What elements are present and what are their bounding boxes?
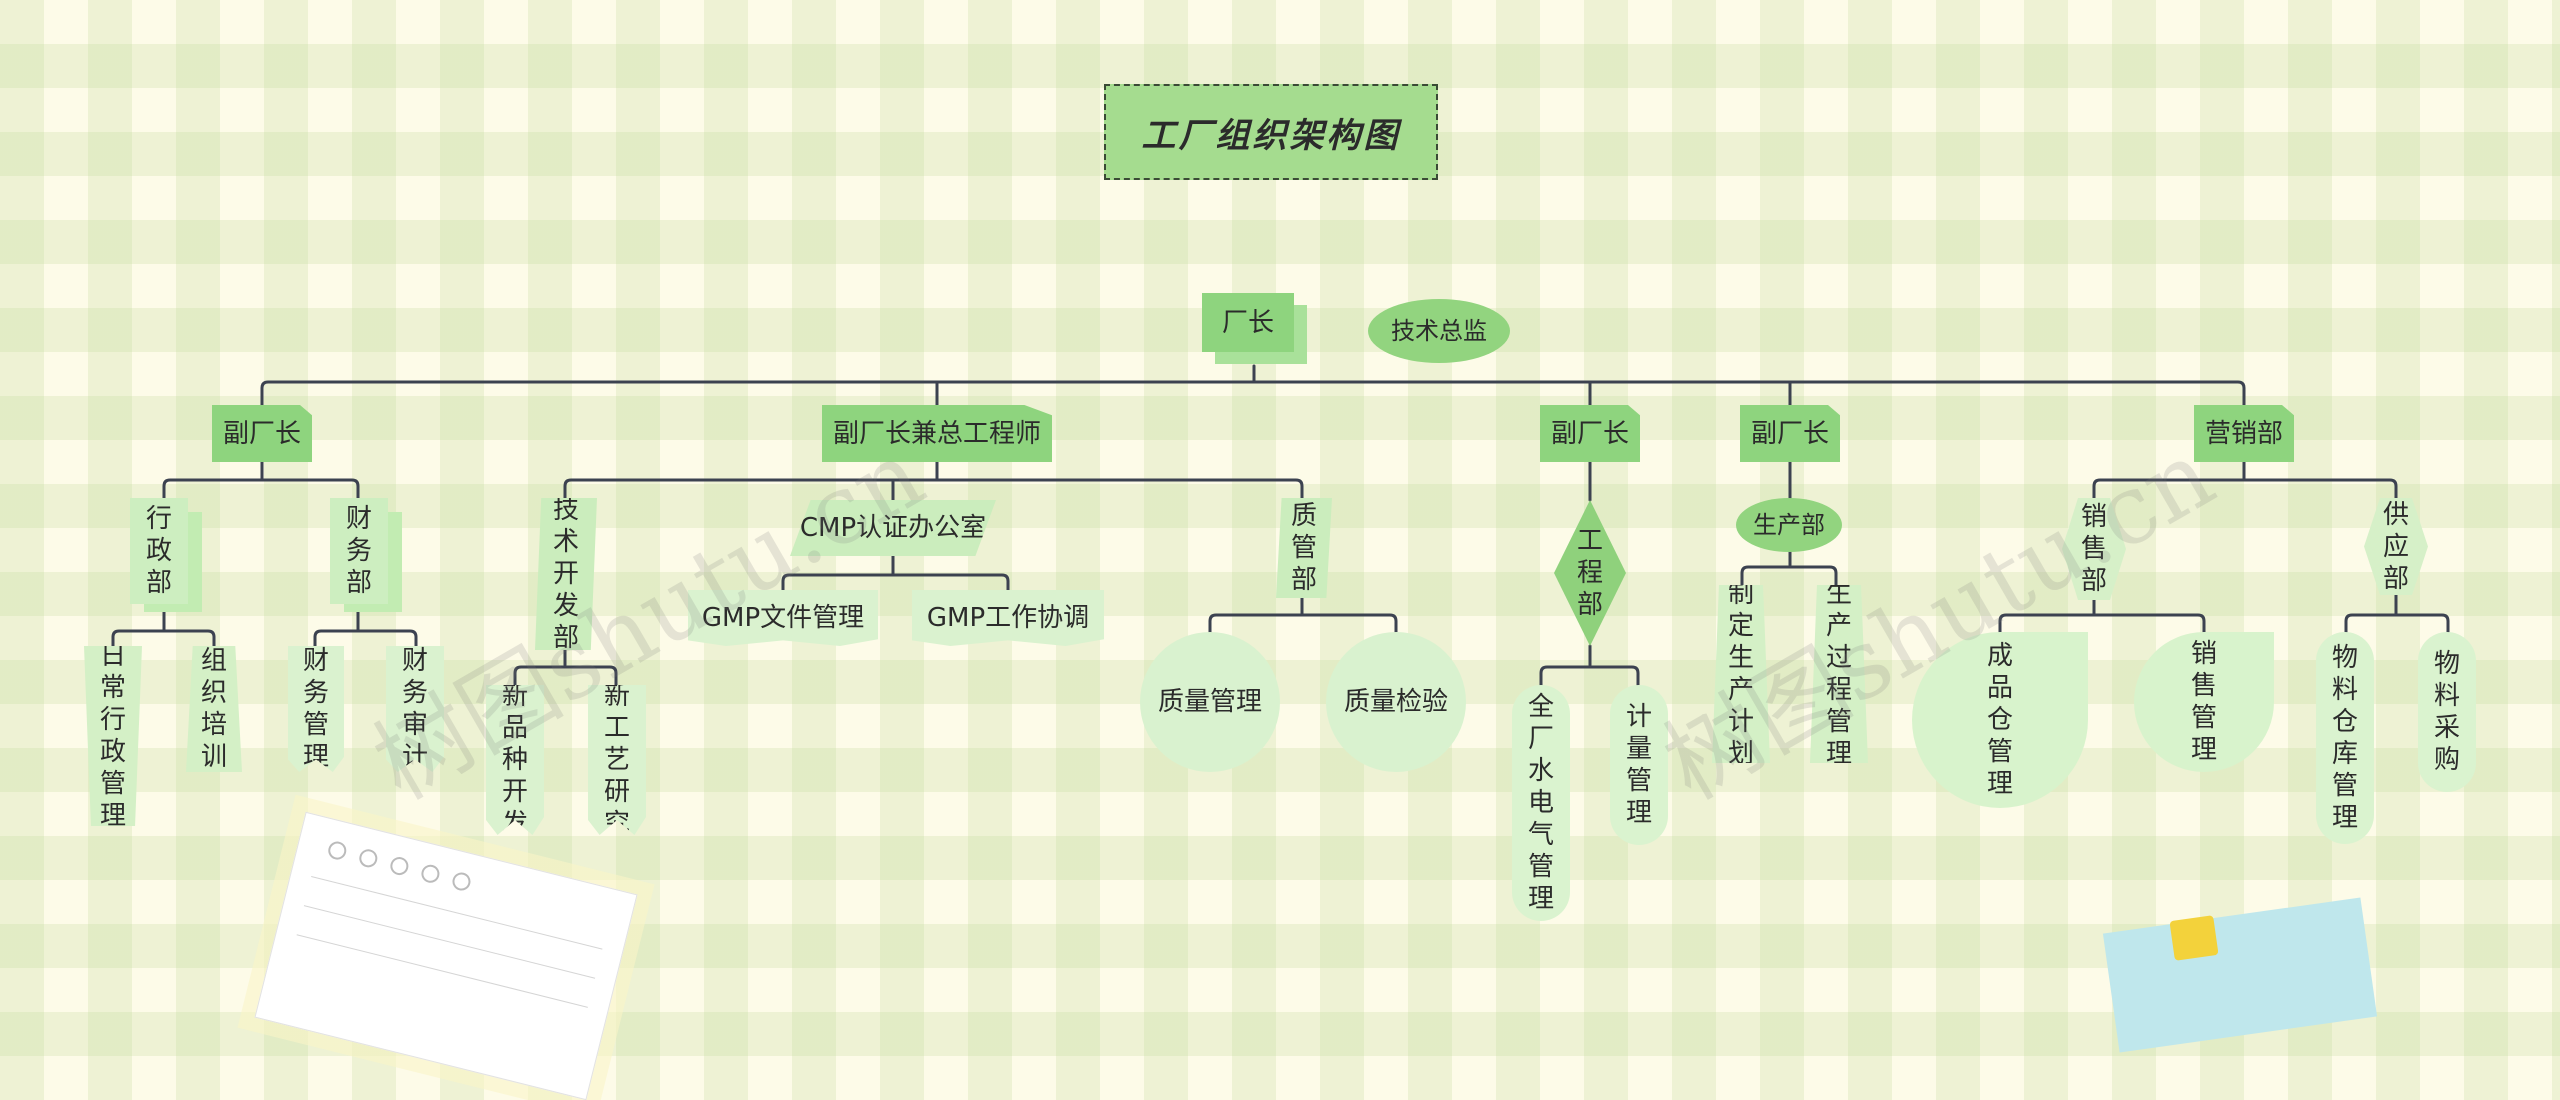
node-label: 物料仓库管理	[2332, 643, 2359, 833]
node-utilities-management[interactable]: 全厂水电气管理	[1512, 685, 1570, 921]
node-finance-dept[interactable]: 财务部	[330, 498, 388, 604]
connector-b2-2	[781, 554, 1010, 592]
node-label: 质管部	[1291, 501, 1318, 595]
connector-b4	[1740, 460, 1838, 587]
node-label: 财务管理	[303, 646, 330, 772]
node-label: 财务审计	[402, 646, 429, 772]
advisor-node-technical-director[interactable]: 技术总监	[1368, 299, 1510, 363]
node-quality-inspection[interactable]: 质量检验	[1326, 632, 1466, 772]
node-label: 销售管理	[2191, 639, 2218, 765]
node-new-variety-dev[interactable]: 新品种开发	[486, 685, 544, 835]
node-daily-admin[interactable]: 日常行政管理	[84, 646, 142, 826]
node-production-process-management[interactable]: 生产过程管理	[1810, 585, 1868, 763]
node-admin-dept[interactable]: 行政部	[130, 498, 188, 604]
node-material-warehouse[interactable]: 物料仓库管理	[2316, 632, 2374, 844]
node-label: 日常行政管理	[100, 641, 127, 831]
node-finished-goods-warehouse[interactable]: 成品仓管理	[1912, 632, 2088, 808]
connector-b2	[563, 460, 1304, 502]
node-label: 新工艺研究	[604, 681, 631, 839]
node-marketing-dept[interactable]: 营销部	[2194, 405, 2294, 462]
node-supply-dept[interactable]: 供应部	[2364, 498, 2428, 595]
node-label: 供应部	[2383, 499, 2410, 594]
node-label: 生产过程管理	[1826, 579, 1853, 769]
node-sales-management[interactable]: 销售管理	[2134, 632, 2274, 772]
node-vice-director-3[interactable]: 副厂长	[1540, 405, 1640, 462]
node-label: 新品种开发	[502, 681, 529, 839]
connector-b5-1	[1998, 598, 2206, 634]
node-cmp-office[interactable]: CMP认证办公室	[790, 500, 996, 556]
node-label: 工程部	[1577, 526, 1604, 620]
connector-lines	[111, 364, 2450, 687]
connector-root	[260, 364, 2246, 407]
node-material-purchasing[interactable]: 物料采购	[2418, 632, 2476, 792]
connector-b5-2	[2344, 593, 2450, 634]
node-label: 全厂水电气管理	[1528, 692, 1555, 914]
node-label: 财务部	[346, 504, 373, 598]
connector-b5	[2092, 460, 2398, 500]
node-production-dept[interactable]: 生产部	[1736, 498, 1842, 552]
node-label: 行政部	[146, 504, 173, 598]
connector-b2-3	[1208, 596, 1398, 634]
node-label: 制定生产计划	[1728, 579, 1755, 769]
node-gmp-file-management[interactable]: GMP文件管理	[688, 590, 878, 646]
node-sales-dept[interactable]: 销售部	[2062, 498, 2126, 600]
node-organize-training[interactable]: 组织培训	[186, 646, 242, 772]
node-label: 物料采购	[2434, 649, 2461, 775]
connector-b2-1	[513, 648, 618, 687]
node-label: 组织培训	[201, 646, 228, 772]
node-metering-management[interactable]: 计量管理	[1610, 685, 1668, 845]
node-finance-audit[interactable]: 财务审计	[386, 646, 444, 772]
node-label: 成品仓管理	[1987, 641, 2014, 799]
node-quality-dept[interactable]: 质管部	[1276, 498, 1332, 598]
node-tech-dev-dept[interactable]: 技术开发部	[535, 498, 597, 650]
node-new-process-research[interactable]: 新工艺研究	[588, 685, 646, 835]
node-vice-director-1[interactable]: 副厂长	[212, 405, 312, 462]
node-gmp-coordination[interactable]: GMP工作协调	[912, 590, 1104, 646]
node-quality-management[interactable]: 质量管理	[1140, 632, 1280, 772]
node-vice-director-4[interactable]: 副厂长	[1740, 405, 1840, 462]
node-label: 技术开发部	[553, 495, 580, 653]
node-production-planning[interactable]: 制定生产计划	[1712, 585, 1770, 763]
diagram-title: 工厂组织架构图	[1104, 84, 1438, 180]
node-finance-management[interactable]: 财务管理	[288, 646, 344, 772]
node-label: 计量管理	[1626, 702, 1653, 828]
node-label: 销售部	[2081, 502, 2108, 596]
node-vice-director-chief-engineer[interactable]: 副厂长兼总工程师	[822, 405, 1052, 462]
connector-b1	[162, 460, 360, 500]
root-node-factory-director[interactable]: 厂长	[1202, 293, 1294, 352]
connector-b3	[1539, 460, 1640, 687]
